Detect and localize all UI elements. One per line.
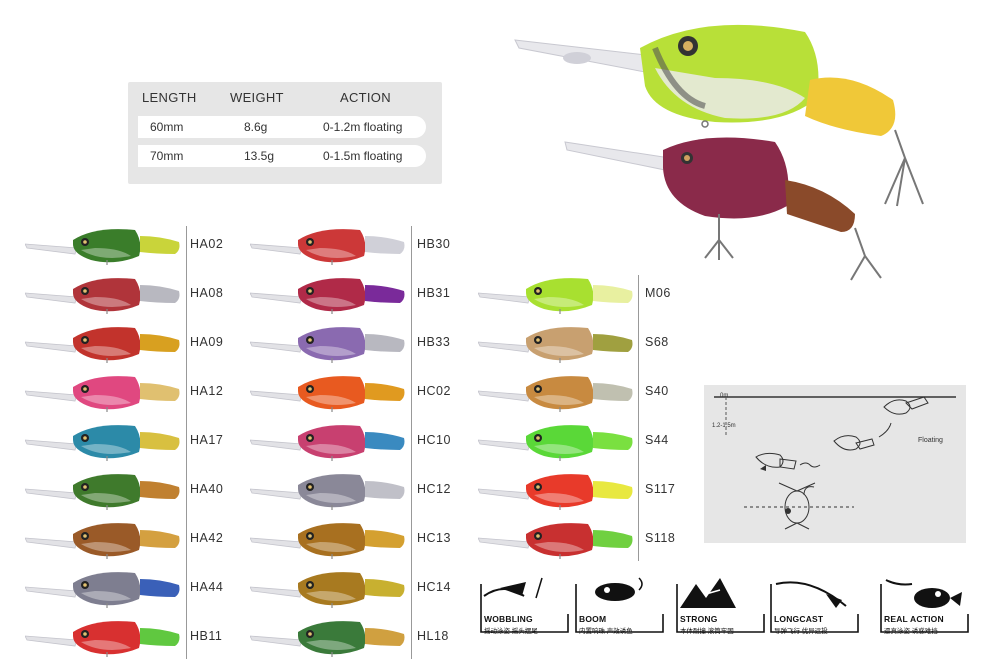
badge-icon — [770, 581, 859, 633]
badge-title: BOOM — [579, 614, 607, 624]
badge-subtitle: 摇动泳姿 摇头摆尾 — [484, 628, 538, 635]
badge-boom: BOOM 内置响珠 声效诱鱼 — [575, 574, 664, 635]
badge-strong: STRONG 本体耐撞 滚筒牢固 — [676, 574, 765, 635]
badge-title: STRONG — [680, 614, 718, 624]
hero-lures-illustration — [514, 24, 924, 281]
lure-ha02-image — [25, 229, 180, 265]
lure-code-label: HA40 — [190, 482, 224, 496]
lure-hc14-image — [250, 572, 405, 608]
lure-code-label: HA09 — [190, 335, 224, 349]
lure-code-label: HC14 — [417, 580, 451, 594]
lure-code-label: HA17 — [190, 433, 224, 447]
lure-s44-image — [478, 425, 633, 461]
lure-ha17-image — [25, 425, 180, 461]
spec-table: LENGTH WEIGHT ACTION 60mm 8.6g 0-1.2m fl… — [128, 82, 442, 184]
spec-header-weight: WEIGHT — [230, 90, 284, 105]
spec-action: 0-1.5m floating — [323, 149, 403, 163]
lure-hb30-image — [250, 229, 405, 265]
badge-wobbling: WOBBLING 摇动泳姿 摇头摆尾 — [480, 574, 569, 635]
lure-hc02-image — [250, 376, 405, 412]
lure-hb31-image — [250, 278, 405, 314]
lure-code-label: S118 — [645, 531, 676, 545]
badge-icon — [575, 577, 664, 633]
spec-action: 0-1.2m floating — [323, 120, 403, 134]
lure-ha08-image — [25, 278, 180, 314]
badge-icon — [480, 577, 569, 633]
lure-ha12-image — [25, 376, 180, 412]
badge-title: REAL ACTION — [884, 614, 944, 624]
lure-code-label: S40 — [645, 384, 669, 398]
lure-code-label: HC02 — [417, 384, 451, 398]
lure-hc12-image — [250, 474, 405, 510]
badge-icon — [676, 578, 765, 633]
badge-subtitle: 导弹飞行 优异远投 — [774, 628, 828, 635]
spec-length: 60mm — [150, 120, 184, 134]
lure-code-label: HL18 — [417, 629, 449, 643]
lure-code-label: HA02 — [190, 237, 224, 251]
lure-code-label: HA44 — [190, 580, 224, 594]
lure-hc13-image — [250, 523, 405, 559]
lure-s68-image — [478, 327, 633, 363]
lure-code-label: S68 — [645, 335, 669, 349]
lure-code-label: HC12 — [417, 482, 451, 496]
lure-s117-image — [478, 474, 633, 510]
badge-real-action: REAL ACTION 逼真泳姿 诱惑难挡 — [880, 574, 969, 635]
column-divider — [411, 226, 412, 659]
lure-s118-image — [478, 523, 633, 559]
lure-code-label: S117 — [645, 482, 676, 496]
badge-subtitle: 内置响珠 声效诱鱼 — [579, 628, 633, 635]
badge-title: LONGCAST — [774, 614, 824, 624]
diagram-depth-range: 1.2-1.5m — [712, 423, 736, 429]
lure-code-label: HC13 — [417, 531, 451, 545]
lure-hc10-image — [250, 425, 405, 461]
diagram-drawing — [714, 396, 956, 530]
lure-hb33-image — [250, 327, 405, 363]
badge-title: WOBBLING — [484, 614, 533, 624]
lure-code-label: HA12 — [190, 384, 224, 398]
lure-code-label: HB31 — [417, 286, 451, 300]
lure-hb11-image — [25, 621, 180, 657]
column-divider — [186, 226, 187, 659]
badge-subtitle: 本体耐撞 滚筒牢固 — [680, 628, 734, 635]
lure-code-label: M06 — [645, 286, 671, 300]
badge-subtitle: 逼真泳姿 诱惑难挡 — [884, 628, 938, 635]
lure-s40-image — [478, 376, 633, 412]
lure-m06-image — [478, 278, 633, 314]
spec-weight: 8.6g — [244, 120, 268, 134]
lure-code-label: HA42 — [190, 531, 224, 545]
spec-header-length: LENGTH — [142, 90, 197, 105]
spec-length: 70mm — [150, 149, 184, 163]
badge-longcast: LONGCAST 导弹飞行 优异远投 — [770, 574, 859, 635]
lure-code-label: HB11 — [190, 629, 223, 643]
lure-ha09-image — [25, 327, 180, 363]
lure-code-label: HC10 — [417, 433, 451, 447]
diagram-floating-label: Floating — [918, 437, 943, 444]
lure-hl18-image — [250, 621, 405, 657]
lure-code-label: S44 — [645, 433, 669, 447]
lure-code-label: HB33 — [417, 335, 451, 349]
lure-ha44-image — [25, 572, 180, 608]
badge-icon — [880, 579, 969, 633]
lure-code-label: HB30 — [417, 237, 451, 251]
diagram-depth-top: 0m — [720, 393, 729, 399]
lure-ha40-image — [25, 474, 180, 510]
hero-lure-large — [514, 24, 924, 207]
lure-ha42-image — [25, 523, 180, 559]
column-divider — [638, 275, 639, 561]
diving-action-diagram: 0m 1.2-1.5m Floating — [704, 385, 966, 543]
spec-weight: 13.5g — [244, 149, 275, 163]
spec-row: 60mm 8.6g 0-1.2m floating — [138, 116, 426, 138]
hero-lure-small — [564, 137, 882, 281]
spec-header-action: ACTION — [340, 90, 391, 105]
spec-row: 70mm 13.5g 0-1.5m floating — [138, 145, 426, 167]
lure-code-label: HA08 — [190, 286, 224, 300]
